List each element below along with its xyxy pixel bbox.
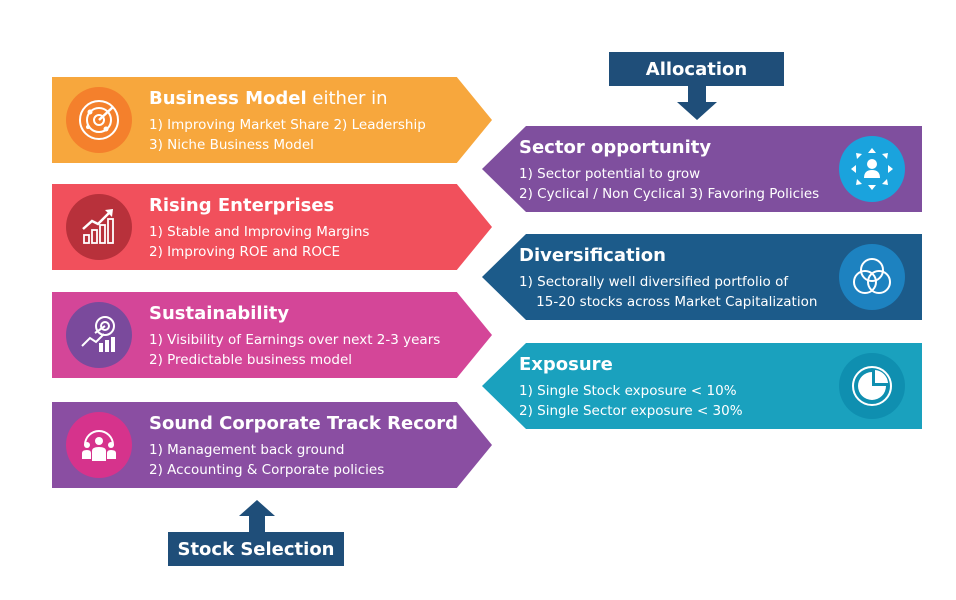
rising-enterprises-icon-circle — [66, 194, 132, 260]
business-model-title: Business Model either in — [149, 88, 388, 109]
banner-sector-opportunity: Sector opportunity 1) Sector potential t… — [482, 126, 922, 212]
sector-opportunity-line-2: 2) Cyclical / Non Cyclical 3) Favoring P… — [519, 186, 820, 202]
corporate-track-record-line-2: 2) Accounting & Corporate policies — [149, 462, 385, 478]
banner-rising-enterprises: Rising Enterprises 1) Stable and Improvi… — [52, 184, 492, 270]
sector-opportunity-title: Sector opportunity — [519, 137, 712, 158]
banner-diversification: Diversification 1) Sectorally well diver… — [482, 234, 922, 320]
pie-chart-icon — [852, 366, 892, 406]
stock-selection-up-arrow-icon — [239, 500, 275, 532]
sustainability-title: Sustainability — [149, 303, 290, 324]
diversification-icon-circle — [839, 244, 905, 310]
banner-sound-corporate-track-record: Sound Corporate Track Record 1) Manageme… — [52, 402, 492, 488]
venn-diagram-icon — [853, 258, 891, 294]
exposure-title: Exposure — [519, 354, 613, 375]
diversification-line-2: 15-20 stocks across Market Capitalizatio… — [519, 294, 818, 310]
sustainability-icon-circle — [66, 302, 132, 368]
stock-selection-tag: Stock Selection — [168, 532, 344, 566]
sector-opportunity-icon-circle — [839, 136, 905, 202]
corporate-track-record-line-1: 1) Management back ground — [149, 442, 345, 458]
banner-business-model: Business Model either in 1) Improving Ma… — [52, 77, 492, 163]
corporate-track-record-icon-circle — [66, 412, 132, 478]
corporate-track-record-title: Sound Corporate Track Record — [149, 413, 459, 434]
diversification-line-1: 1) Sectorally well diversified portfolio… — [519, 274, 789, 290]
exposure-line-2: 2) Single Sector exposure < 30% — [519, 403, 743, 419]
diversification-title: Diversification — [519, 245, 666, 266]
sustainability-line-1: 1) Visibility of Earnings over next 2-3 … — [149, 332, 441, 348]
business-model-line-1: 1) Improving Market Share 2) Leadership — [149, 117, 426, 133]
team-icon — [82, 430, 116, 461]
sustainability-line-2: 2) Predictable business model — [149, 352, 353, 368]
allocation-down-arrow-icon — [677, 86, 717, 120]
growth-chart-icon — [82, 209, 114, 244]
banner-sustainability: Sustainability 1) Visibility of Earnings… — [52, 292, 492, 378]
rising-enterprises-line-2: 2) Improving ROE and ROCE — [149, 244, 340, 260]
business-model-icon-circle — [66, 87, 132, 153]
network-person-icon — [851, 148, 893, 190]
business-model-line-2: 3) Niche Business Model — [149, 137, 314, 153]
radar-icon — [79, 100, 119, 140]
allocation-label: Allocation — [645, 58, 748, 80]
exposure-icon-circle — [839, 353, 905, 419]
banner-exposure: Exposure 1) Single Stock exposure < 10% … — [482, 343, 922, 429]
target-chart-icon — [81, 316, 115, 352]
rising-enterprises-title: Rising Enterprises — [149, 195, 335, 216]
allocation-tag: Allocation — [609, 52, 784, 86]
stock-selection-label: Stock Selection — [177, 538, 335, 560]
exposure-line-1: 1) Single Stock exposure < 10% — [519, 383, 737, 399]
sector-opportunity-line-1: 1) Sector potential to grow — [519, 166, 701, 182]
rising-enterprises-line-1: 1) Stable and Improving Margins — [149, 224, 370, 240]
